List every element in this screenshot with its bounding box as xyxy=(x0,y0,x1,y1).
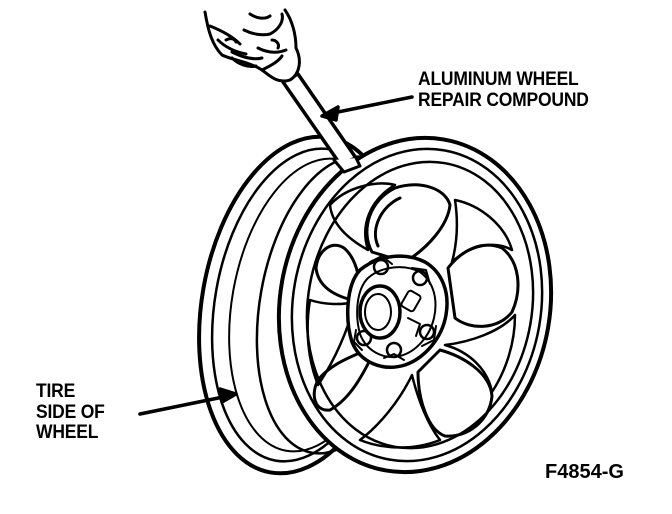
rim-front-lip xyxy=(290,147,544,463)
compound-label-line-2: REPAIR COMPOUND xyxy=(418,89,589,111)
applicator-stick-icon xyxy=(281,72,362,174)
wheel-icon xyxy=(197,134,554,476)
tire-side-label-line-3: WHEEL xyxy=(36,422,99,444)
tire-side-label-line-1: TIRE xyxy=(36,381,76,402)
tire-side-label-line-2: SIDE OF xyxy=(36,401,105,423)
compound-leader xyxy=(326,95,414,116)
hand-icon xyxy=(203,8,301,83)
tire-side-label: TIRE SIDE OF WHEEL xyxy=(36,381,105,444)
lug-hub-icon xyxy=(346,254,449,369)
tire-side-leader xyxy=(138,394,230,416)
leader-arrow-icon xyxy=(138,95,414,416)
compound-label: ALUMINUM WHEEL REPAIR COMPOUND xyxy=(418,69,589,111)
figure-id: F4854-G xyxy=(545,461,624,483)
compound-label-line-1: ALUMINUM WHEEL xyxy=(418,69,579,90)
